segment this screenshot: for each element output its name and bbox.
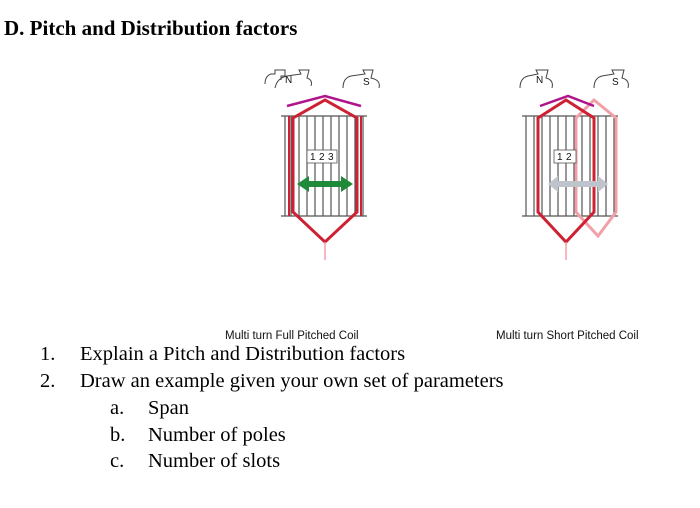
slot-label-2: 2 (319, 152, 325, 163)
pole-s-label: S (363, 77, 370, 88)
slot-label-1: 1 (557, 152, 563, 163)
question-item: 2. Draw an example given your own set of… (40, 368, 504, 395)
parameter-letter: c. (110, 450, 125, 472)
full-pitched-coil-figure: N S 1 2 3 Multi turn Full Pitched Coil (225, 66, 425, 342)
coil-outline (536, 98, 596, 245)
stator-slots (522, 115, 618, 217)
parameter-letter: a. (110, 397, 125, 419)
slot-label-2: 2 (566, 152, 572, 163)
distribution-arrow (548, 176, 608, 192)
pole-s-label: S (612, 77, 619, 88)
north-pole-shape (264, 69, 286, 85)
question-item: 1. Explain a Pitch and Distribution fact… (40, 341, 504, 368)
south-pole-outline (342, 69, 380, 89)
north-pole-outline (519, 69, 553, 89)
parameter-item: a. Span (110, 395, 286, 422)
parameter-text: Number of poles (148, 423, 286, 446)
north-pole-outline (274, 69, 312, 89)
slot-label-3: 3 (328, 152, 334, 163)
pole-n-label: N (536, 75, 543, 86)
question-number: 1. (40, 343, 56, 365)
south-pole-outline (593, 69, 629, 89)
parameter-text: Span (148, 397, 189, 419)
question-list: 1. Explain a Pitch and Distribution fact… (40, 341, 504, 395)
coil-end-top (539, 94, 595, 108)
question-text: Draw an example given your own set of pa… (80, 370, 504, 392)
figure-caption: Multi turn Full Pitched Coil (225, 330, 359, 342)
pole-n-label: N (285, 75, 292, 86)
coil-end-top (286, 94, 362, 108)
reference-coil-outline (574, 97, 618, 239)
coil-outline (291, 98, 359, 245)
slot-label-box (553, 149, 577, 164)
coil-side (288, 116, 362, 216)
question-text: Explain a Pitch and Distribution factors (80, 343, 406, 365)
full-pitched-coil-diagram: N S 1 2 3 (264, 69, 380, 260)
short-pitched-coil-figure: N S 1 2 Multi turn Short Pitched Coil (490, 66, 690, 342)
slot-label-box (306, 149, 338, 164)
parameter-text: Number of slots (148, 450, 281, 472)
question-number: 2. (40, 370, 56, 392)
parameter-letter: b. (110, 423, 126, 446)
distribution-arrow (297, 176, 353, 192)
parameter-item: c. Number of slots (110, 448, 286, 475)
slot-label-1: 1 (310, 152, 316, 163)
section-heading: D. Pitch and Distribution factors (4, 16, 298, 40)
figure-caption: Multi turn Short Pitched Coil (496, 330, 639, 342)
parameter-item: b. Number of poles (110, 422, 286, 449)
parameter-list: a. Span b. Number of poles c. Number of … (110, 395, 286, 475)
short-pitched-coil-diagram: N S 1 2 (519, 69, 629, 260)
